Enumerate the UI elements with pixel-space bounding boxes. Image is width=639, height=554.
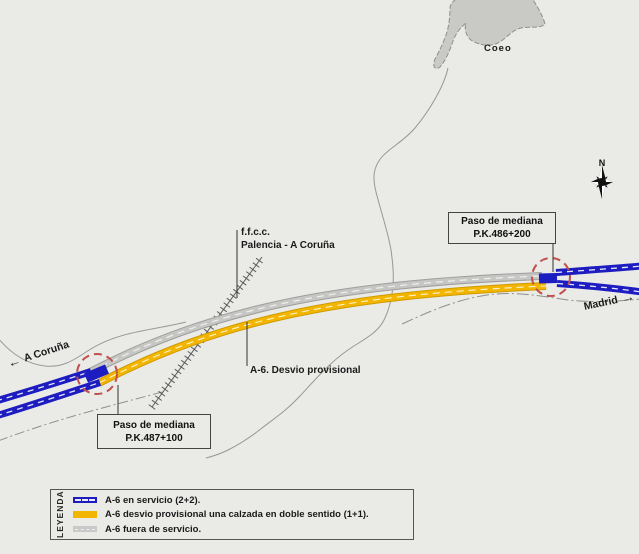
west-arrow-icon: ← — [5, 352, 23, 371]
legend-label-in-service: A-6 en servicio (2+2). — [105, 494, 201, 506]
median-callout-right-line1: Paso de mediana — [461, 216, 543, 227]
detour-label: A-6. Desvio provisional — [250, 365, 361, 376]
legend-title: LEYENDA — [55, 490, 65, 539]
contour-line-right — [401, 293, 639, 325]
contour-line-center — [206, 68, 448, 458]
median-callout-left: Paso de mediana P.K.487+100 — [97, 414, 211, 449]
compass-north-label: N — [599, 158, 606, 168]
contour-line-bottom-left — [0, 391, 163, 441]
railway-line-group — [148, 256, 263, 410]
east-arrow-icon: → — [619, 288, 636, 306]
blue-dual-carriageway-swatch — [73, 497, 97, 504]
legend-row-in-service: A-6 en servicio (2+2). — [73, 493, 411, 508]
median-crossing-block-left — [84, 364, 109, 383]
a6-in-service-left — [0, 368, 102, 419]
town-outline — [433, 0, 546, 69]
legend: LEYENDA A-6 en servicio (2+2). A-6 desvi… — [50, 489, 414, 540]
legend-row-detour: A-6 desvio provisional una calzada en do… — [73, 508, 411, 523]
railway-label: f.f.c.c. Palencia - A Coruña — [241, 226, 335, 252]
median-circle-left — [76, 353, 118, 395]
a6-out-of-service-road — [88, 272, 543, 376]
contour-line-center2 — [205, 67, 449, 459]
railway-label-line2: Palencia - A Coruña — [241, 240, 335, 251]
gray-out-of-service-swatch — [73, 526, 97, 533]
median-callout-left-line2: P.K.487+100 — [125, 432, 183, 444]
yellow-detour-swatch — [73, 511, 97, 519]
railway-label-line1: f.f.c.c. — [241, 227, 270, 238]
median-callout-right-line2: P.K.486+200 — [473, 229, 531, 240]
legend-rows: A-6 en servicio (2+2). A-6 desvio provis… — [73, 493, 411, 537]
legend-label-detour: A-6 desvio provisional una calzada en do… — [105, 509, 369, 521]
legend-row-out-of-service: A-6 fuera de servicio. — [73, 522, 411, 537]
compass-rose — [591, 165, 613, 199]
median-callout-right: Paso de mediana P.K.486+200 — [448, 212, 556, 244]
median-circle-right — [531, 257, 571, 297]
town-label: Coeo — [484, 43, 512, 54]
a6-detour-road — [97, 282, 547, 387]
contour-line-left — [0, 321, 187, 367]
legend-label-out-of-service: A-6 fuera de servicio. — [105, 523, 202, 535]
median-callout-left-line1: Paso de mediana — [113, 419, 195, 431]
median-crossing-block-right — [538, 273, 558, 284]
